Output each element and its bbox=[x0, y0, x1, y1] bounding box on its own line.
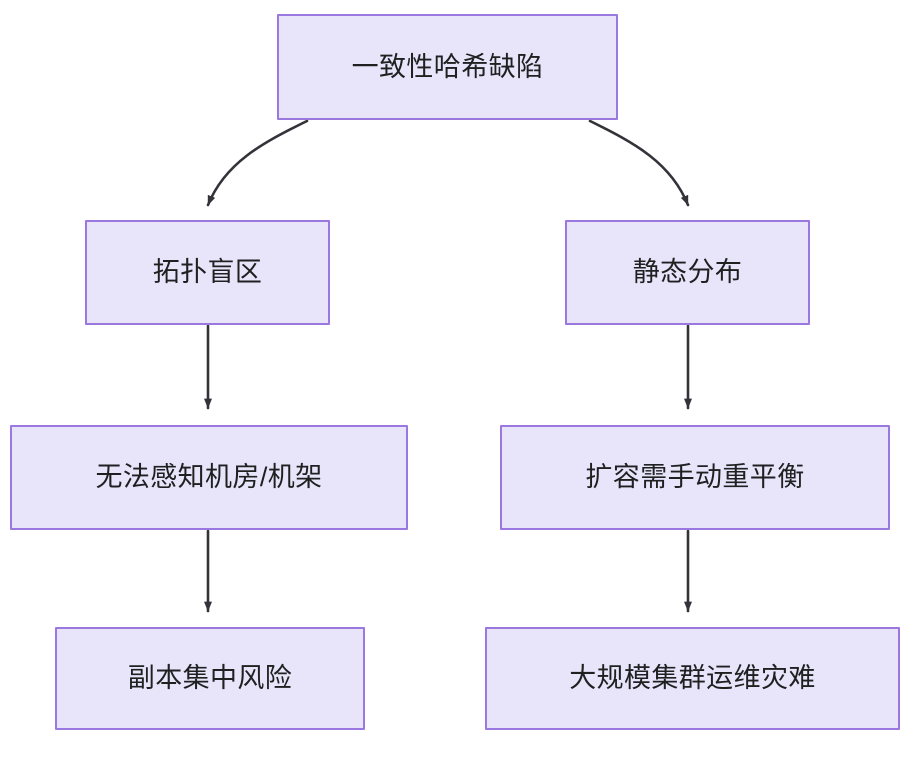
node-topology-blind-spot[interactable]: 拓扑盲区 bbox=[85, 220, 330, 325]
node-label: 无法感知机房/机架 bbox=[95, 462, 323, 493]
node-consistent-hashing-defects[interactable]: 一致性哈希缺陷 bbox=[277, 14, 618, 120]
node-label: 扩容需手动重平衡 bbox=[585, 462, 805, 493]
node-static-distribution[interactable]: 静态分布 bbox=[565, 220, 810, 325]
node-cannot-sense-datacenter-rack[interactable]: 无法感知机房/机架 bbox=[10, 425, 408, 530]
edge-root-to-topology bbox=[206, 119, 309, 207]
node-label: 大规模集群运维灾难 bbox=[569, 663, 816, 694]
node-label: 拓扑盲区 bbox=[152, 257, 263, 288]
edge-root-to-static bbox=[588, 119, 690, 207]
node-large-cluster-ops-disaster[interactable]: 大规模集群运维灾难 bbox=[485, 627, 900, 730]
node-label: 一致性哈希缺陷 bbox=[351, 51, 544, 82]
node-manual-rebalance-on-scaleout[interactable]: 扩容需手动重平衡 bbox=[500, 425, 890, 530]
node-replica-concentration-risk[interactable]: 副本集中风险 bbox=[55, 627, 365, 730]
node-label: 静态分布 bbox=[632, 257, 743, 288]
node-label: 副本集中风险 bbox=[127, 663, 293, 694]
